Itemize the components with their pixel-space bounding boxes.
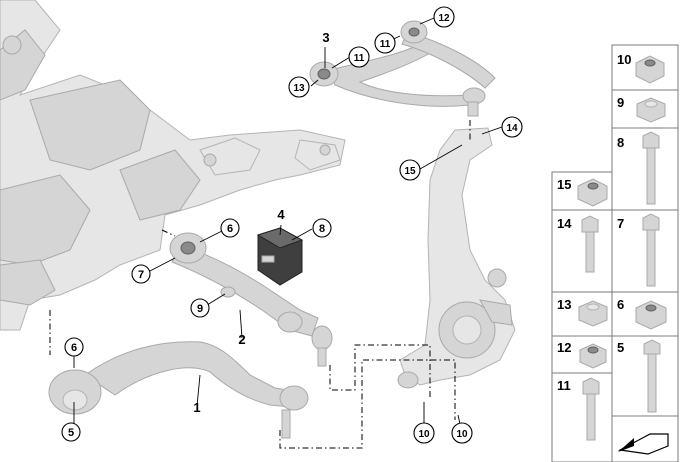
callout-14-label: 14 xyxy=(506,123,518,134)
arrow-icon xyxy=(618,433,669,455)
panel-label-11: 11 xyxy=(557,378,571,393)
callout-11b: 11 xyxy=(374,32,396,54)
bolt-head-icon xyxy=(642,131,660,149)
callout-8-label: 8 xyxy=(319,223,325,235)
callout-15: 15 xyxy=(399,159,421,181)
panel-label-7: 7 xyxy=(617,216,624,231)
rubber-mount xyxy=(256,227,304,286)
callout-13: 13 xyxy=(288,76,310,98)
bolt-shank-icon xyxy=(586,393,596,441)
callout-6a-label: 6 xyxy=(227,223,233,235)
steering-knuckle xyxy=(397,127,516,389)
nut-icon xyxy=(635,300,667,330)
nut-icon xyxy=(577,178,608,207)
callout-10a: 10 xyxy=(413,422,435,444)
callout-6a: 6 xyxy=(220,218,240,238)
panel-label-8: 8 xyxy=(617,135,624,150)
callout-11a-label: 11 xyxy=(354,53,365,64)
callout-9: 9 xyxy=(190,298,210,318)
callout-2-label: 2 xyxy=(238,332,245,347)
panel-label-14: 14 xyxy=(557,216,572,231)
bolt-head-icon xyxy=(581,215,599,233)
callout-3: 3 xyxy=(322,30,329,45)
bolt-head-icon xyxy=(642,213,660,231)
callout-14: 14 xyxy=(501,116,523,138)
callout-10b: 10 xyxy=(451,422,473,444)
flange-nut-icon xyxy=(578,300,608,327)
callout-15-label: 15 xyxy=(404,166,416,177)
callout-5: 5 xyxy=(61,422,81,442)
callout-9-label: 9 xyxy=(197,303,203,315)
panel-label-15: 15 xyxy=(557,177,571,192)
callout-12-label: 12 xyxy=(438,13,450,24)
callout-8: 8 xyxy=(312,218,332,238)
panel-label-10: 10 xyxy=(617,52,631,67)
panel-label-5: 5 xyxy=(617,340,624,355)
callout-10b-label: 10 xyxy=(456,429,468,440)
callout-2: 2 xyxy=(238,332,245,347)
callout-4: 4 xyxy=(277,207,285,222)
upper-control-arm xyxy=(309,20,496,117)
nut-icon xyxy=(579,343,607,369)
assembly-dashed-lines xyxy=(49,120,471,449)
flange-nut-icon xyxy=(636,97,666,123)
callout-1-label: 1 xyxy=(193,400,200,415)
lower-control-arm xyxy=(48,341,309,439)
subframe xyxy=(0,0,346,331)
parts-panel: 10 9 8 15 14 7 13 6 xyxy=(551,44,679,462)
callout-12: 12 xyxy=(433,6,455,28)
callout-11a: 11 xyxy=(348,46,370,68)
panel-label-6: 6 xyxy=(617,297,624,312)
bolt-shank-icon xyxy=(646,147,656,205)
tension-strut xyxy=(169,232,333,367)
callout-11b-label: 11 xyxy=(380,39,391,50)
bolt-shank-icon xyxy=(647,353,657,413)
callout-13-label: 13 xyxy=(293,83,305,94)
bolt-head-icon xyxy=(582,377,600,395)
callout-6b: 6 xyxy=(64,337,84,357)
callout-5-label: 5 xyxy=(68,427,74,439)
callout-4-label: 4 xyxy=(277,207,285,222)
callout-10a-label: 10 xyxy=(418,429,430,440)
bolt-shank-icon xyxy=(585,231,595,273)
nut-icon xyxy=(635,55,665,84)
panel-label-9: 9 xyxy=(617,95,624,110)
arrow-head-icon xyxy=(618,438,634,452)
callout-6b-label: 6 xyxy=(71,342,77,354)
callout-7-label: 7 xyxy=(138,269,144,281)
callout-7: 7 xyxy=(131,264,151,284)
callout-3-label: 3 xyxy=(322,30,329,45)
callout-1: 1 xyxy=(193,400,200,415)
panel-label-12: 12 xyxy=(557,340,571,355)
panel-cell-11 xyxy=(551,372,613,462)
bolt-shank-icon xyxy=(646,229,656,287)
panel-label-13: 13 xyxy=(557,297,571,312)
bolt-head-icon xyxy=(643,339,661,355)
